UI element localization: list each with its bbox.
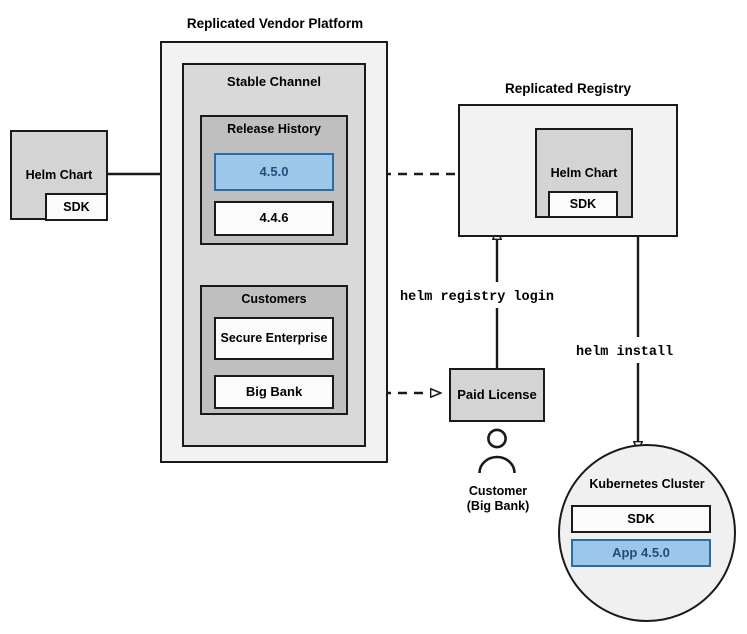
command-helm-registry-login: helm registry login — [400, 290, 554, 305]
platform-title: Replicated Vendor Platform — [186, 16, 364, 31]
stable-channel-title: Stable Channel — [227, 74, 321, 89]
customer-actor-label-line1: Customer — [468, 484, 528, 498]
registry-title: Replicated Registry — [504, 81, 632, 96]
person-icon — [478, 428, 516, 474]
kubernetes-cluster-circle — [558, 444, 736, 622]
customers-title: Customers — [241, 292, 307, 306]
release-history-title: Release History — [227, 122, 321, 136]
cluster-component-sdk: SDK — [571, 505, 711, 533]
paid-license-box: Paid License — [449, 368, 545, 422]
release-item-4-4-6[interactable]: 4.4.6 — [214, 201, 334, 236]
cluster-component-app: App 4.5.0 — [571, 539, 711, 567]
customer-item-secure-enterprise[interactable]: Secure Enterprise — [214, 317, 334, 360]
registry-sdk-box: SDK — [548, 191, 618, 218]
customer-item-big-bank[interactable]: Big Bank — [214, 375, 334, 409]
customer-actor-label-line2: (Big Bank) — [466, 499, 530, 513]
customer-actor-label: Customer (Big Bank) — [440, 484, 556, 514]
release-item-4-5-0[interactable]: 4.5.0 — [214, 153, 334, 191]
helm-chart-source-sdk-box: SDK — [45, 193, 108, 221]
registry-helm-chart-label: Helm Chart — [550, 166, 618, 180]
command-helm-install: helm install — [576, 345, 674, 360]
kubernetes-cluster-title: Kubernetes Cluster — [589, 477, 705, 491]
paid-license-label: Paid License — [457, 386, 537, 402]
helm-chart-source-label: Helm Chart — [25, 168, 93, 182]
